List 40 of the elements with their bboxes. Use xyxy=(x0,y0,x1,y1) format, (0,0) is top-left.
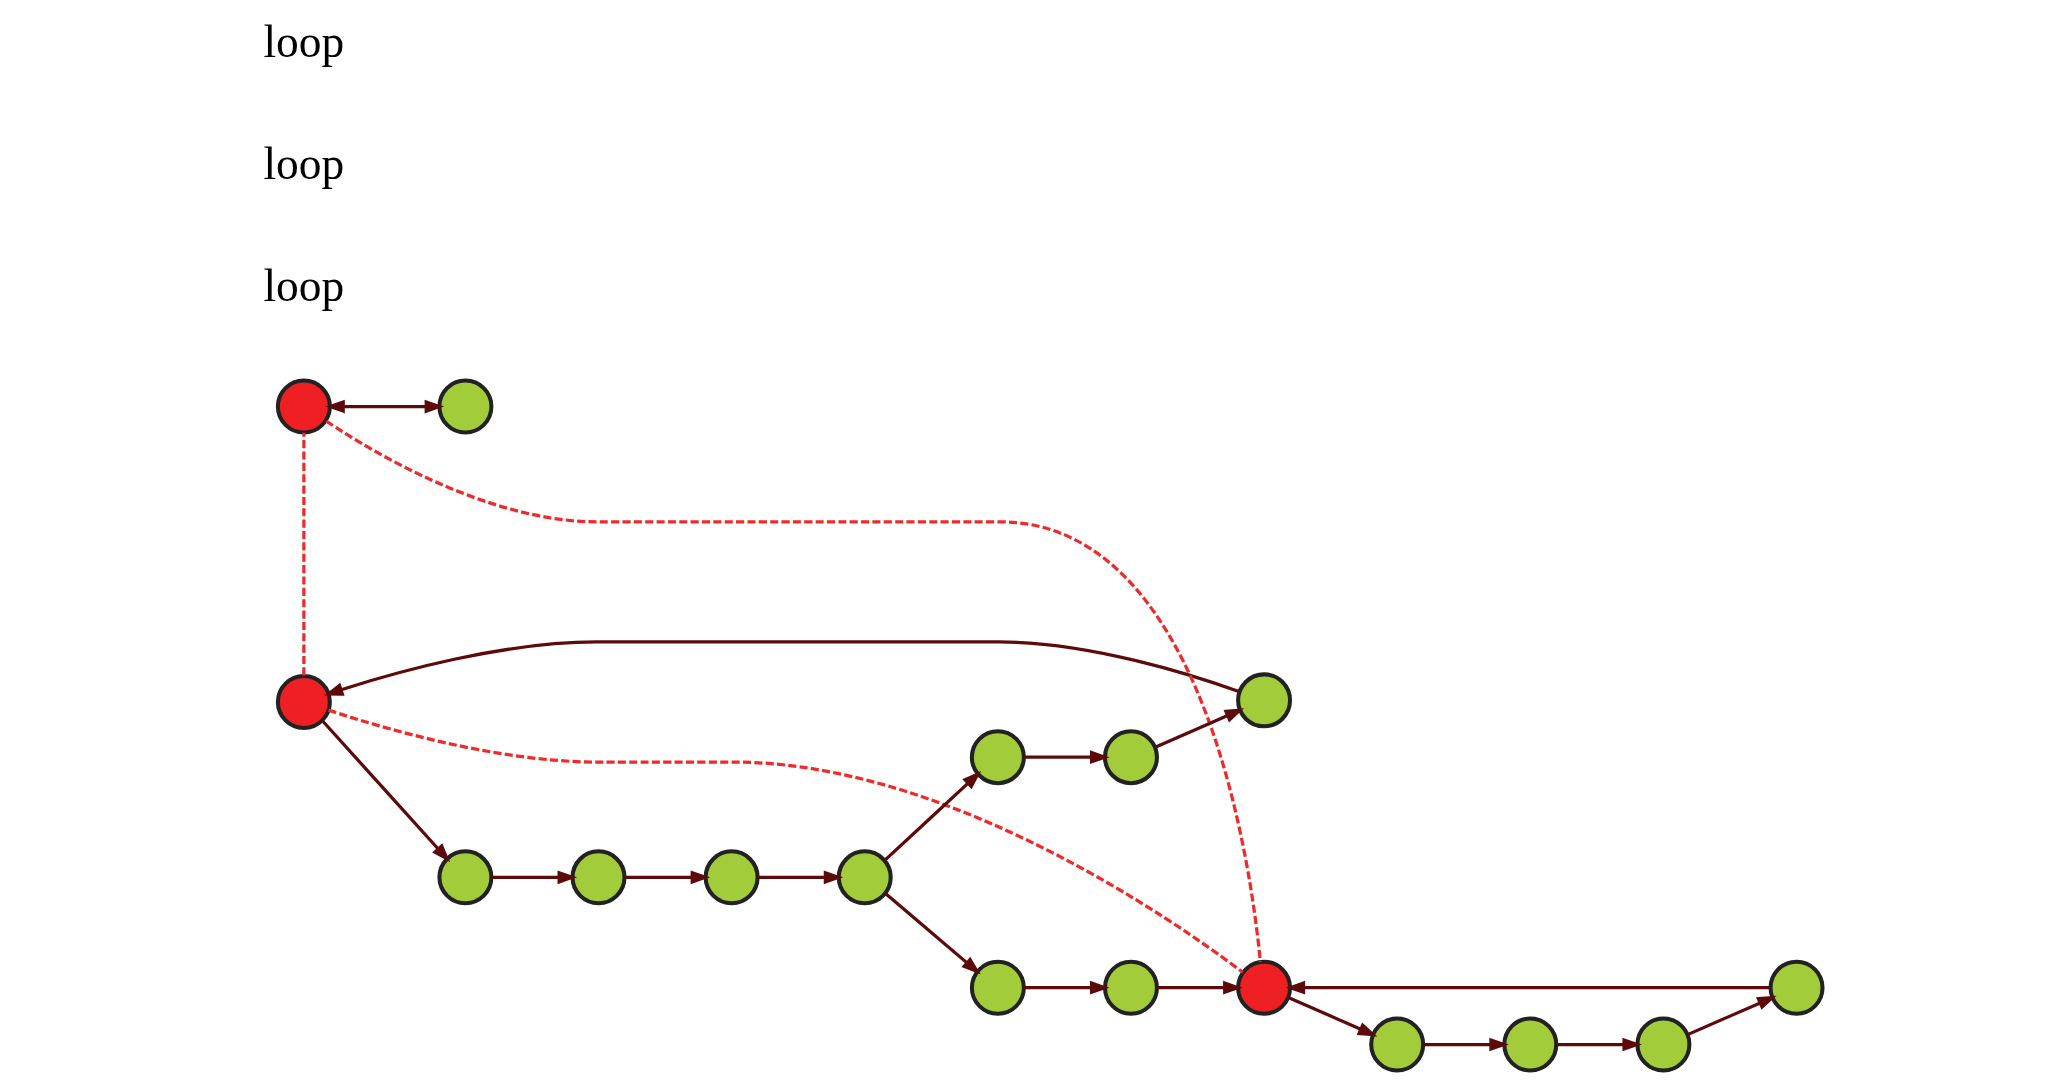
arrow xyxy=(624,870,711,885)
arrow xyxy=(884,892,981,975)
node-circle xyxy=(275,378,332,435)
arrow xyxy=(1157,980,1243,995)
node-circle xyxy=(969,959,1026,1016)
arrow xyxy=(757,870,844,885)
node-circle xyxy=(1102,729,1159,786)
label: loop xyxy=(263,259,345,311)
node-circle xyxy=(1635,1016,1692,1073)
node-circle xyxy=(1102,959,1159,1016)
arrow xyxy=(323,640,1240,696)
label: loop xyxy=(263,16,345,68)
node-circle xyxy=(969,729,1026,786)
node-circle xyxy=(437,378,494,435)
node-circle xyxy=(1236,959,1293,1016)
label: loop xyxy=(263,138,345,190)
arrow xyxy=(491,870,578,885)
node-circle xyxy=(836,849,893,906)
node-circle xyxy=(275,674,332,730)
arrow xyxy=(1023,750,1110,764)
connector xyxy=(302,432,306,676)
arrow xyxy=(1287,996,1378,1037)
arrow xyxy=(1687,995,1777,1037)
node-circle xyxy=(570,849,627,906)
arrow xyxy=(883,771,982,862)
node-circle xyxy=(1236,672,1293,729)
arrow xyxy=(1556,1037,1642,1052)
arrow xyxy=(1285,980,1771,995)
connector xyxy=(328,708,1244,974)
node-circle xyxy=(1502,1016,1559,1073)
arrow xyxy=(1023,980,1110,995)
arrow xyxy=(1423,1037,1509,1052)
arrow xyxy=(1154,708,1245,749)
arrow xyxy=(325,399,445,414)
node-circle xyxy=(1768,959,1825,1016)
node-circle xyxy=(703,849,760,906)
node-circle xyxy=(1369,1016,1426,1073)
node-circle xyxy=(437,849,494,906)
connector xyxy=(325,419,1262,963)
arrow xyxy=(321,719,451,863)
